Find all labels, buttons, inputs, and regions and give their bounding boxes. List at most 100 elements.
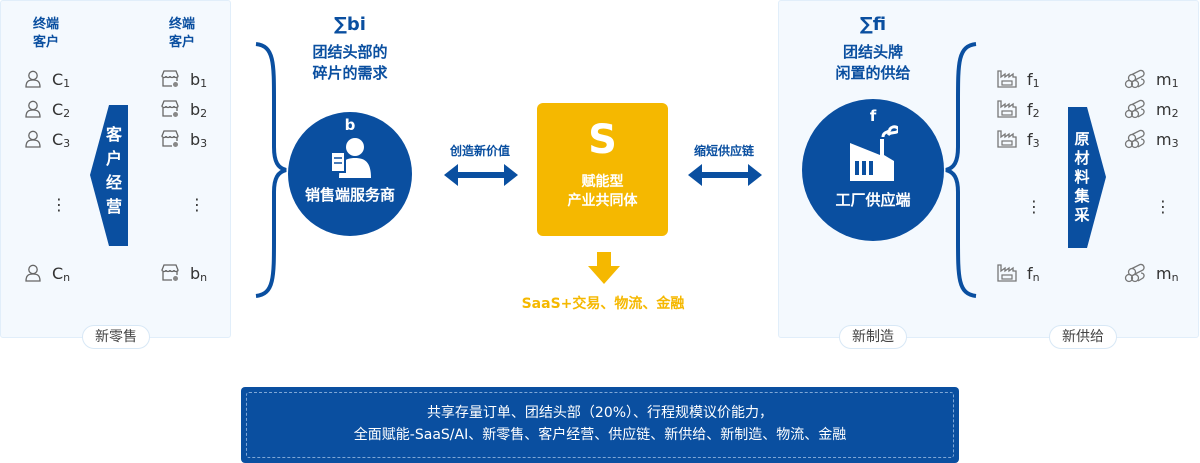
label-base: m xyxy=(1156,263,1172,283)
double-arrow-right xyxy=(688,164,762,186)
label-base: C xyxy=(52,263,64,283)
factory-letter: f xyxy=(869,107,877,125)
factory-label: fn xyxy=(1027,263,1040,284)
material-label: m3 xyxy=(1156,129,1179,150)
line: 闲置的供给 xyxy=(835,64,911,82)
business-column-title: 终端客户 xyxy=(162,16,202,52)
label-sub: 2 xyxy=(63,106,71,120)
title-line: 终端 xyxy=(168,17,195,32)
roll-icon xyxy=(1124,99,1156,119)
person-icon xyxy=(24,130,52,148)
factory-label: f3 xyxy=(1027,129,1040,150)
services-label: SaaS+交易、物流、金融 xyxy=(521,296,685,312)
community-letter: S xyxy=(588,117,617,163)
roll-icon xyxy=(1124,263,1156,283)
consumer-label: C2 xyxy=(52,99,71,120)
summary-line: 共享存量订单、团结头部（20%）、行程规模议价能力， xyxy=(426,405,774,421)
business-item: b1 xyxy=(160,69,208,90)
label-base: m xyxy=(1156,129,1172,149)
business-label: bn xyxy=(190,263,207,284)
char: 客 xyxy=(105,125,122,144)
factory-item: f3 xyxy=(997,129,1040,150)
person-icon xyxy=(24,264,52,282)
customer-management-arrow xyxy=(90,105,128,246)
material-item: mn xyxy=(1124,263,1179,284)
shop-icon xyxy=(160,70,190,88)
label-sub: n xyxy=(1032,270,1040,284)
char: 经 xyxy=(105,173,122,192)
title-line: 客户 xyxy=(168,35,195,50)
line: 团结头部的 xyxy=(312,43,388,61)
business-item: b3 xyxy=(160,129,208,150)
label-base: m xyxy=(1156,69,1172,89)
seller-name: 销售端服务商 xyxy=(304,186,395,204)
community-box: S 赋能型 产业共同体 xyxy=(537,103,668,236)
label-sub: n xyxy=(1171,270,1179,284)
consumer-item: C2 xyxy=(24,99,71,120)
procurement-arrow xyxy=(1068,107,1106,248)
material-item: m2 xyxy=(1124,99,1179,120)
seller-circle: b 销售端服务商 xyxy=(288,112,412,236)
consumer-label: Cn xyxy=(52,263,70,284)
consumer-label: C3 xyxy=(52,129,71,150)
factory-icon xyxy=(997,70,1027,88)
label-sub: 1 xyxy=(1032,76,1040,90)
factory-circle: f 工厂供应端 xyxy=(802,99,944,241)
factory-description: 团结头牌闲置的供给 xyxy=(813,42,933,84)
label-base: f xyxy=(1027,263,1033,283)
roll-icon xyxy=(1124,129,1156,149)
label-sub: 1 xyxy=(200,76,208,90)
double-arrow-left xyxy=(444,164,518,186)
label-base: C xyxy=(52,99,64,119)
label-sub: 3 xyxy=(200,136,208,150)
factory-icon xyxy=(850,125,900,181)
factory-name: 工厂供应端 xyxy=(835,191,911,209)
label-base: f xyxy=(1027,69,1033,89)
label-sub: 2 xyxy=(1032,106,1040,120)
char: 集 xyxy=(1074,187,1090,205)
business-item: bn xyxy=(160,263,207,284)
right-brace xyxy=(945,42,977,298)
label-sub: 1 xyxy=(1171,76,1179,90)
factory-icon xyxy=(997,264,1027,282)
seller-description: 团结头部的碎片的需求 xyxy=(290,42,410,84)
business-label: b2 xyxy=(190,99,207,120)
material-item: m1 xyxy=(1124,69,1179,90)
factory-label: f1 xyxy=(1027,69,1040,90)
label-base: m xyxy=(1156,99,1172,119)
label-sub: 2 xyxy=(1171,106,1179,120)
shop-icon xyxy=(160,100,190,118)
factory-ellipsis: ⋮ xyxy=(1026,197,1042,216)
material-label: m2 xyxy=(1156,99,1179,120)
label-base: b xyxy=(190,263,201,283)
label-sub: 1 xyxy=(63,76,71,90)
shorten-supply-chain-label: 缩短供应链 xyxy=(693,144,754,158)
consumer-item: C3 xyxy=(24,129,71,150)
factory-sum: ∑fi xyxy=(859,14,887,35)
char: 营 xyxy=(105,197,122,216)
new-manufacturing-pill: 新制造 xyxy=(839,325,907,349)
factory-icon xyxy=(997,130,1027,148)
new-retail-pill: 新零售 xyxy=(82,325,150,349)
consumer-item: Cn xyxy=(24,263,70,284)
summary-line: 全面赋能-SaaS/AI、新零售、客户经营、供应链、新供给、新制造、物流、金融 xyxy=(353,427,847,443)
label-base: b xyxy=(190,69,201,89)
person-icon xyxy=(24,70,52,88)
business-label: b3 xyxy=(190,129,208,150)
consumer-column-title: 终端客户 xyxy=(26,16,66,52)
material-label: m1 xyxy=(1156,69,1179,90)
salesperson-icon xyxy=(330,138,371,178)
factory-item: f2 xyxy=(997,99,1040,120)
roll-icon xyxy=(1124,69,1156,89)
person-icon xyxy=(24,100,52,118)
label-base: b xyxy=(190,99,201,119)
consumer-ellipsis: ⋮ xyxy=(51,195,67,214)
label-sub: 3 xyxy=(63,136,71,150)
label-base: b xyxy=(190,129,201,149)
label-sub: 3 xyxy=(1032,136,1040,150)
customer-management-label: 客户经营 xyxy=(104,123,124,219)
community-line: 赋能型 xyxy=(581,174,624,190)
material-item: m3 xyxy=(1124,129,1179,150)
label-base: f xyxy=(1027,129,1033,149)
label-base: C xyxy=(52,129,64,149)
